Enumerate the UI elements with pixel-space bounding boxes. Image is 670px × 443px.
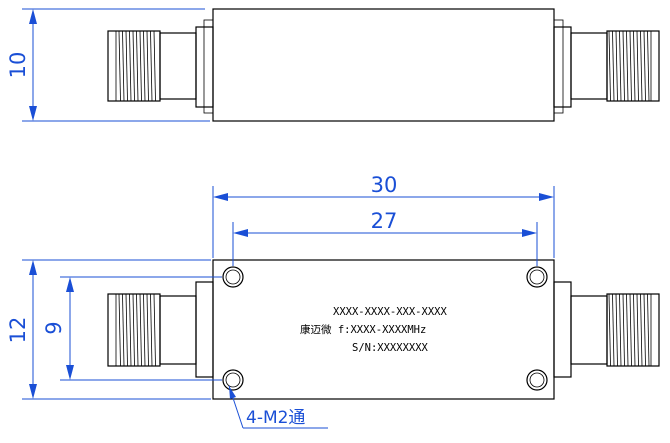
- top-left-flange: [195, 26, 214, 108]
- hole-callout-label: 4-M2通: [246, 408, 305, 428]
- top-left-threads: [107, 30, 161, 102]
- hole-callout: 4-M2通: [228, 385, 328, 429]
- top-left-connector-base: [159, 32, 197, 100]
- dim-hole-spacing-label: 27: [371, 209, 398, 233]
- dim-overall-length: 30: [212, 173, 555, 258]
- label-brand-frequency: 康迈微 f:XXXX-XXXXMHz: [300, 323, 426, 336]
- dim-body-height: 12: [6, 259, 211, 400]
- top-right-flange: [553, 26, 572, 108]
- top-right-threads: [606, 30, 660, 102]
- front-right-threads: [606, 293, 660, 367]
- mount-hole-top-right: [526, 266, 548, 288]
- label-part-number: XXXX-XXXX-XXX-XXXX: [333, 306, 447, 318]
- front-left-connector-base: [159, 295, 197, 365]
- top-right-flange-inner: [553, 19, 564, 114]
- top-body: [212, 8, 555, 122]
- front-right-connector-base: [570, 295, 608, 365]
- dim-top-height-label: 10: [6, 52, 30, 79]
- dim-hole-spacing: 27: [232, 209, 538, 266]
- dim-overall-length-label: 30: [371, 173, 398, 197]
- front-view: XXXX-XXXX-XXX-XXXX 康迈微 f:XXXX-XXXXMHz S/…: [107, 259, 660, 400]
- top-left-flange-inner: [203, 19, 214, 114]
- top-view: [107, 8, 660, 122]
- mount-hole-top-left: [222, 266, 244, 288]
- dim-top-height: 10: [6, 8, 210, 122]
- label-serial-number: S/N:XXXXXXXX: [352, 342, 429, 354]
- mount-hole-bottom-right: [526, 369, 548, 391]
- top-right-connector-base: [570, 32, 608, 100]
- mount-hole-bottom-left: [222, 369, 244, 391]
- front-left-flange: [195, 281, 214, 378]
- dim-hole-vertical-spacing-label: 9: [42, 321, 66, 334]
- front-right-flange: [553, 281, 572, 378]
- front-left-threads: [107, 293, 161, 367]
- dim-hole-vertical-spacing: 9: [42, 276, 222, 381]
- dim-body-height-label: 12: [6, 317, 30, 344]
